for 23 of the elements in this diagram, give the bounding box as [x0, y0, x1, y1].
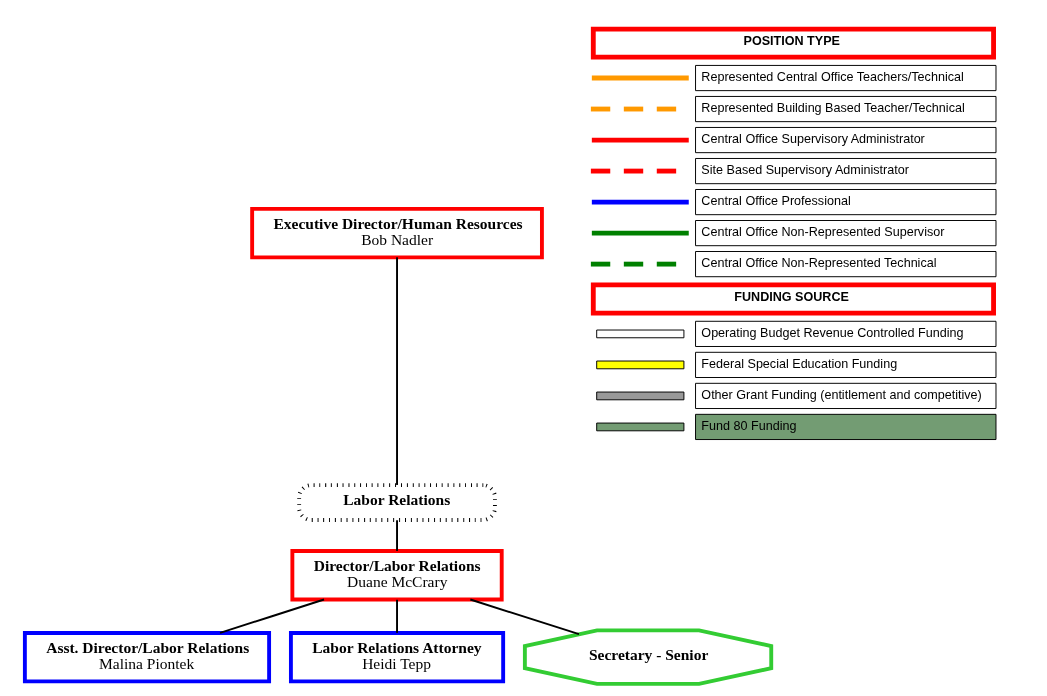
connector: [468, 598, 580, 636]
legend-label: Fund 80 Funding: [700, 419, 796, 434]
node-box: Executive Director/Human Resources Bob Nadler: [249, 206, 544, 260]
connector: [395, 519, 398, 552]
legend-label: Federal Special Education Funding: [700, 357, 897, 372]
legend-label: Represented Building Based Teacher/Technical: [700, 101, 965, 116]
legend-label: Central Office Professional: [700, 194, 851, 209]
node-box: Director/Labor Relations Duane McCrary: [289, 549, 504, 602]
legend-label: Central Office Non-Represented Technical: [700, 256, 937, 271]
legend-label: Other Grant Funding (entitlement and competitive): [700, 388, 982, 403]
legend-label: Represented Central Office Teachers/Technical: [700, 70, 964, 85]
connector: [218, 598, 325, 634]
node-box: Labor Relations Attorney Heidi Tepp: [288, 631, 505, 684]
legend-label: Central Office Supervisory Administrator: [700, 132, 925, 147]
label: POSITION TYPE: [743, 34, 840, 49]
node-box: Labor Relations: [296, 483, 497, 522]
connector: [395, 598, 398, 634]
node-box: Asst. Director/Labor Relations Malina Piontek: [22, 631, 271, 684]
legend-label: Site Based Supervisory Administrator: [700, 163, 909, 178]
legend-label: Central Office Non-Represented Supervisor: [700, 225, 944, 240]
label: FUNDING SOURCE: [733, 290, 849, 305]
connector: [395, 256, 398, 486]
legend-label: Operating Budget Revenue Controlled Funding: [700, 326, 964, 341]
